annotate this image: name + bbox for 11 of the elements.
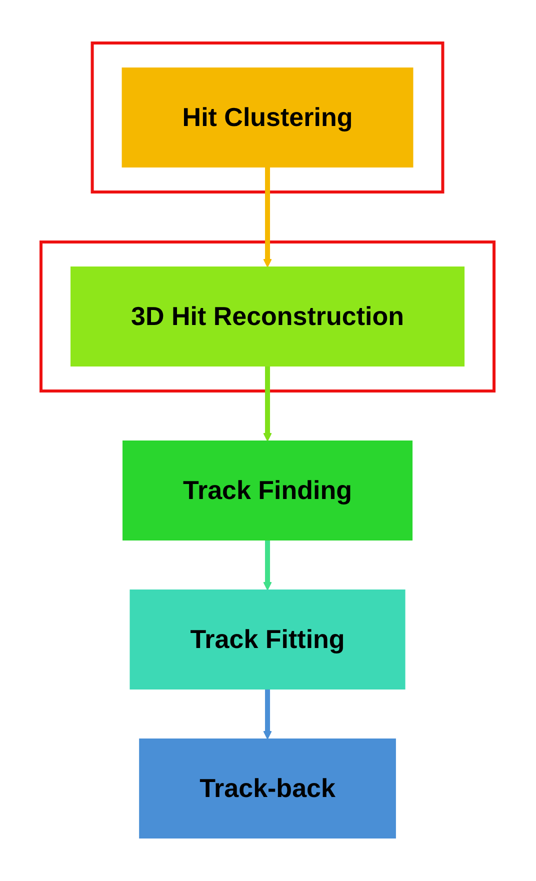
node-box: Hit Clustering [122, 68, 414, 168]
node-box: Track Fitting [130, 590, 406, 690]
arrow [264, 540, 272, 590]
node-box: Track-back [140, 738, 396, 838]
cluster [40, 240, 496, 392]
arrow [264, 167, 272, 268]
cluster [91, 42, 445, 194]
arrow [264, 366, 272, 442]
arrow [264, 689, 272, 740]
node-box: 3D Hit Reconstruction [70, 266, 466, 366]
node-box: Track Finding [122, 440, 414, 540]
